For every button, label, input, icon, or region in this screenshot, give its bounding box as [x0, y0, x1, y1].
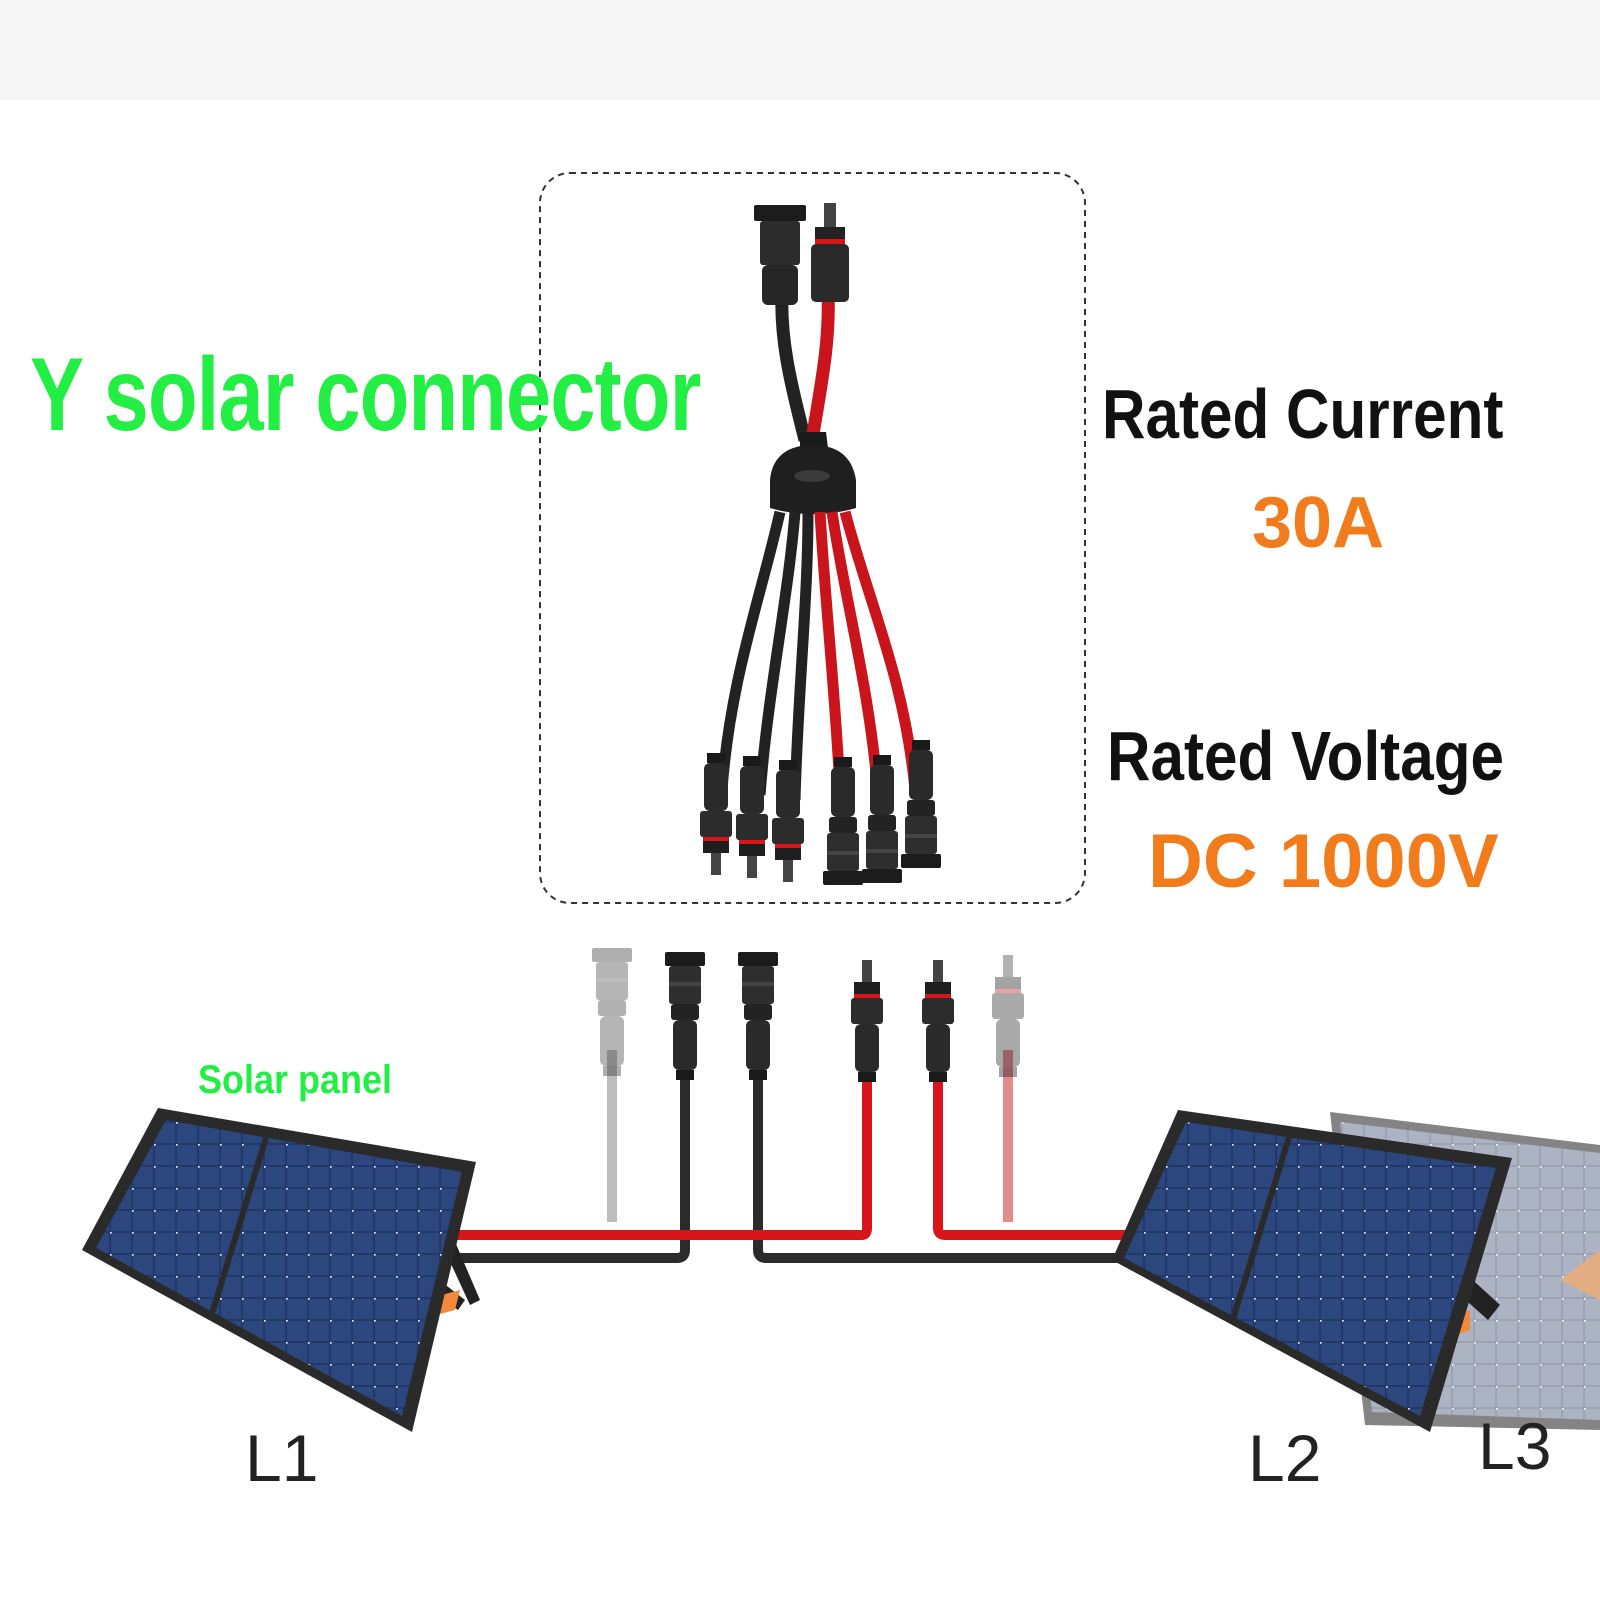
diagram-title: Y solar connector — [30, 337, 701, 453]
mc4-male-1 — [851, 960, 883, 1082]
mc4-female-faded — [592, 948, 632, 1076]
mc4-female-1 — [665, 952, 705, 1080]
mc4-female-connector-b5 — [862, 755, 902, 883]
product-frame — [539, 172, 1086, 904]
y-branch-cable-icon — [700, 203, 941, 885]
mc4-male-connector-b2 — [736, 756, 768, 878]
mc4-female-connector-b4 — [823, 757, 863, 885]
rated-current-label: Rated Current — [1102, 375, 1504, 453]
solar-panel-label: Solar panel — [198, 1058, 393, 1102]
rated-voltage-label: Rated Voltage — [1107, 717, 1504, 795]
wiring-lines — [430, 1050, 1130, 1263]
foldable-solar-panel-icon-l1 — [82, 1108, 480, 1432]
mc4-connector-icon — [592, 948, 1024, 1082]
panel-label-l2: L2 — [1248, 1421, 1322, 1495]
panel-label-l3: L3 — [1478, 1409, 1552, 1483]
top-band — [0, 0, 1600, 100]
mc4-male-faded — [992, 955, 1024, 1077]
mc4-female-2 — [738, 952, 778, 1080]
mc4-female-connector-top — [754, 205, 806, 305]
panel-label-l1: L1 — [245, 1421, 319, 1495]
foldable-solar-panel-icon-l2 — [1112, 1110, 1512, 1432]
mc4-male-connector-b1 — [700, 753, 732, 875]
mc4-male-connector-top — [811, 203, 849, 302]
rated-current-value: 30A — [1252, 483, 1385, 563]
mc4-male-2 — [922, 960, 954, 1082]
mc4-male-connector-b3 — [772, 760, 804, 882]
rated-voltage-value: DC 1000V — [1148, 819, 1499, 904]
